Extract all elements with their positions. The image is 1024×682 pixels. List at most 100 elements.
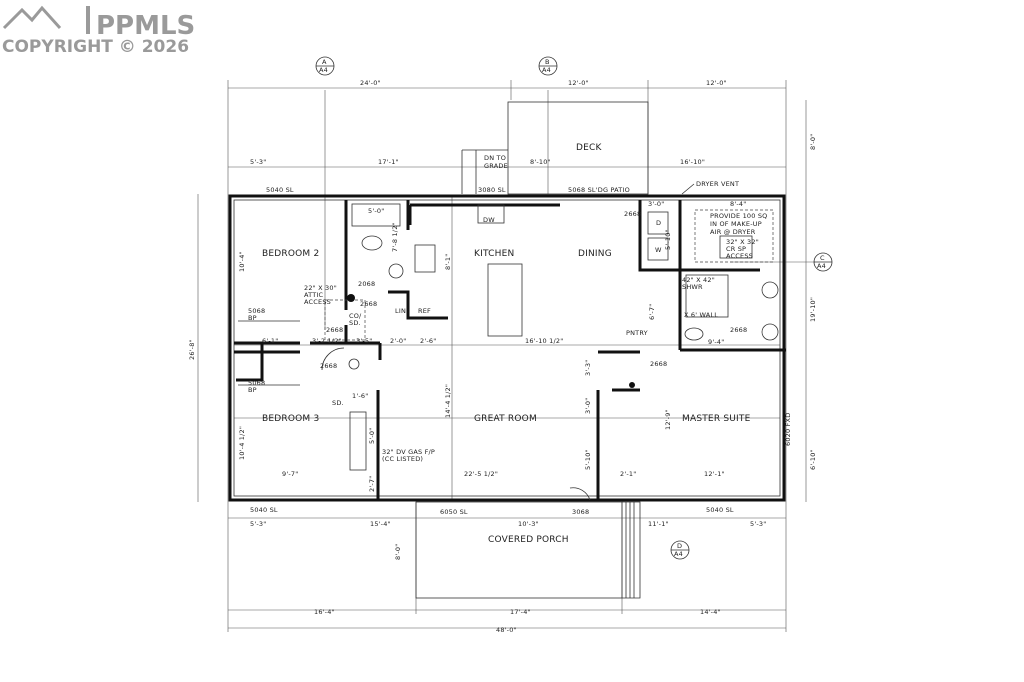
svg-text:6'-10": 6'-10" [809, 449, 817, 470]
svg-text:ATTIC: ATTIC [304, 291, 323, 299]
exterior-walls [228, 194, 786, 502]
svg-text:X 6' WALL: X 6' WALL [684, 311, 718, 319]
svg-text:3'-5": 3'-5" [356, 337, 372, 345]
svg-text:22" X 30": 22" X 30" [304, 284, 337, 292]
sink-icon [388, 263, 404, 279]
ref-label: REF [418, 307, 431, 315]
svg-text:42" X 42": 42" X 42" [682, 276, 715, 284]
logo-brand: PPMLS [96, 11, 195, 41]
svg-text:A: A [322, 58, 327, 66]
svg-text:BP: BP [248, 386, 257, 394]
openings: 5040 SL 3080 SL 5068 SL'DG PATIO 5040 SL… [248, 186, 792, 516]
svg-text:PROVIDE 100 SQ: PROVIDE 100 SQ [710, 212, 768, 220]
svg-text:11'-1": 11'-1" [648, 520, 669, 528]
svg-text:5068 SL'DG PATIO: 5068 SL'DG PATIO [568, 186, 630, 194]
range-icon [414, 244, 436, 273]
svg-text:2'-1": 2'-1" [620, 470, 636, 478]
svg-text:3'-3": 3'-3" [584, 360, 592, 376]
svg-text:9'-7": 9'-7" [282, 470, 298, 478]
svg-text:A4: A4 [817, 262, 826, 270]
svg-text:5'-10": 5'-10" [584, 449, 592, 470]
svg-text:5040 SL: 5040 SL [250, 506, 278, 514]
svg-text:A4: A4 [674, 550, 683, 558]
svg-text:5'-3": 5'-3" [250, 520, 266, 528]
section-marker-b: B A4 [538, 56, 558, 76]
toilet-icon [684, 327, 704, 341]
svg-text:ACCESS: ACCESS [726, 252, 753, 260]
svg-text:5'-3": 5'-3" [750, 520, 766, 528]
svg-text:19'-10": 19'-10" [809, 297, 817, 322]
interior-walls [234, 200, 786, 500]
kitchen-sink-icon [477, 204, 505, 224]
attic-access-icon [324, 299, 366, 341]
svg-text:5040 SL: 5040 SL [266, 186, 294, 194]
svg-text:3'-0": 3'-0" [648, 200, 664, 208]
svg-text:3080 SL: 3080 SL [478, 186, 506, 194]
svg-text:2'-6": 2'-6" [420, 337, 436, 345]
logo-copyright: COPYRIGHT © 2026 [2, 37, 189, 57]
svg-text:SD.: SD. [332, 399, 344, 407]
svg-text:BP: BP [248, 314, 257, 322]
deck: DECK DN TO GRADE [461, 101, 649, 195]
svg-text:A4: A4 [542, 66, 551, 74]
svg-text:22'-5 1/2": 22'-5 1/2" [464, 470, 498, 478]
dryer-icon [647, 211, 669, 235]
svg-text:8'-0": 8'-0" [394, 544, 402, 560]
svg-text:17'-1": 17'-1" [378, 158, 399, 166]
svg-text:7'-8 1/2": 7'-8 1/2" [391, 222, 399, 252]
dryer-label: D [656, 219, 661, 227]
svg-text:ACCESS: ACCESS [304, 298, 331, 306]
svg-text:16'-10 1/2": 16'-10 1/2" [525, 337, 563, 345]
svg-text:24'-0": 24'-0" [360, 79, 381, 87]
svg-text:8'-0": 8'-0" [809, 134, 817, 150]
door-swing [321, 347, 345, 371]
svg-text:5068: 5068 [248, 307, 265, 315]
svg-text:A4: A4 [319, 66, 328, 74]
svg-text:10'-3": 10'-3" [518, 520, 539, 528]
svg-text:AIR @ DRYER: AIR @ DRYER [710, 228, 756, 236]
smoke-detector-icon [348, 358, 360, 370]
washer-icon [647, 237, 669, 261]
svg-text:2668: 2668 [360, 300, 377, 308]
svg-text:32" DV GAS F/P: 32" DV GAS F/P [382, 448, 435, 456]
co-detector-icon [347, 294, 355, 302]
svg-text:14'-4": 14'-4" [700, 608, 721, 616]
svg-text:6'-1": 6'-1" [262, 337, 278, 345]
bifold-doors [238, 320, 300, 386]
fixtures [238, 203, 779, 501]
dishwasher-label: DW [483, 216, 495, 224]
svg-text:6'-7": 6'-7" [648, 304, 656, 320]
svg-text:16'-4": 16'-4" [314, 608, 335, 616]
svg-text:12'-0": 12'-0" [568, 79, 589, 87]
svg-text:2668: 2668 [650, 360, 667, 368]
svg-text:CR SP: CR SP [726, 245, 746, 253]
svg-text:6020 FXD: 6020 FXD [784, 413, 792, 446]
linen-label: LIN [395, 307, 406, 315]
room-master-suite: MASTER SUITE [682, 414, 751, 424]
svg-text:2668: 2668 [326, 326, 343, 334]
svg-text:9'-4": 9'-4" [708, 338, 724, 346]
svg-text:32" X 32": 32" X 32" [726, 238, 759, 246]
toilet-icon [361, 235, 383, 251]
svg-text:16'-10": 16'-10" [680, 158, 705, 166]
svg-text:(CC LISTED): (CC LISTED) [382, 455, 423, 463]
room-great-room: GREAT ROOM [474, 414, 537, 424]
room-kitchen: KITCHEN [474, 249, 514, 259]
svg-text:8'-4": 8'-4" [730, 200, 746, 208]
svg-text:3'-2 1/2": 3'-2 1/2" [312, 337, 342, 345]
section-marker-d: D A4 [670, 540, 690, 560]
svg-text:6050 SL: 6050 SL [440, 508, 468, 516]
room-labels: BEDROOM 2 BEDROOM 3 KITCHEN DINING GREAT… [262, 216, 751, 424]
sink-icon [761, 281, 779, 299]
svg-text:12'-9": 12'-9" [664, 409, 672, 430]
svg-text:8'-10": 8'-10" [530, 158, 551, 166]
svg-text:10'-4": 10'-4" [238, 251, 246, 272]
svg-text:SHWR: SHWR [682, 283, 703, 291]
svg-text:GRADE: GRADE [484, 162, 508, 170]
svg-text:SD.: SD. [349, 319, 361, 327]
room-bedroom-3: BEDROOM 3 [262, 414, 319, 424]
svg-text:DECK: DECK [576, 143, 603, 153]
svg-text:26'-8": 26'-8" [188, 339, 196, 360]
svg-text:5068: 5068 [248, 379, 265, 387]
